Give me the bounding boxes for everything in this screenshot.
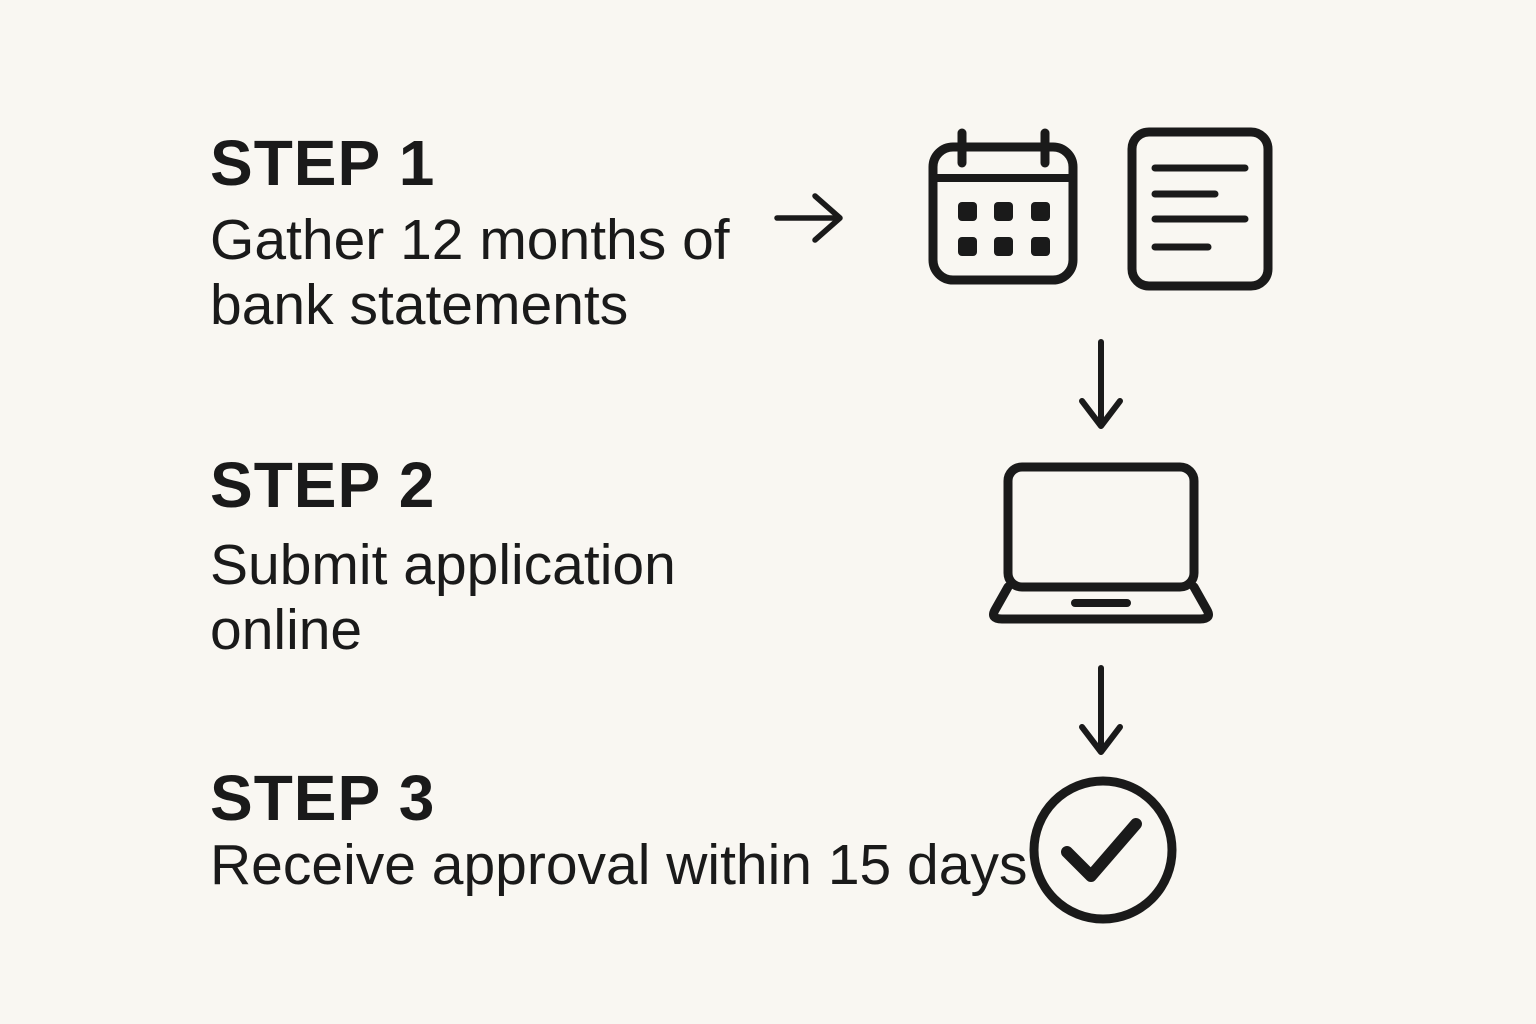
step-1-description: Gather 12 months of bank statements — [210, 208, 730, 338]
arrow-down-icon — [1078, 664, 1124, 758]
step-3-description-line-1: Receive approval within 15 days — [210, 833, 1028, 897]
step-1-description-line-2: bank statements — [210, 273, 629, 337]
step-2-description: Submit application online — [210, 533, 676, 663]
calendar-icon — [928, 126, 1078, 286]
step-2-label: STEP 2 — [210, 449, 436, 521]
step-1-label: STEP 1 — [210, 127, 436, 199]
check-circle-icon — [1028, 775, 1178, 925]
arrow-down-icon — [1078, 338, 1124, 432]
laptop-icon — [986, 462, 1216, 628]
document-icon — [1126, 126, 1274, 292]
step-1-description-line-1: Gather 12 months of — [210, 208, 730, 272]
step-2-description-line-1: Submit application — [210, 533, 676, 597]
step-3-description: Receive approval within 15 days — [210, 833, 1027, 898]
step-3-label: STEP 3 — [210, 762, 436, 834]
step-2-description-line-2: online — [210, 598, 363, 662]
arrow-right-icon — [773, 188, 847, 248]
